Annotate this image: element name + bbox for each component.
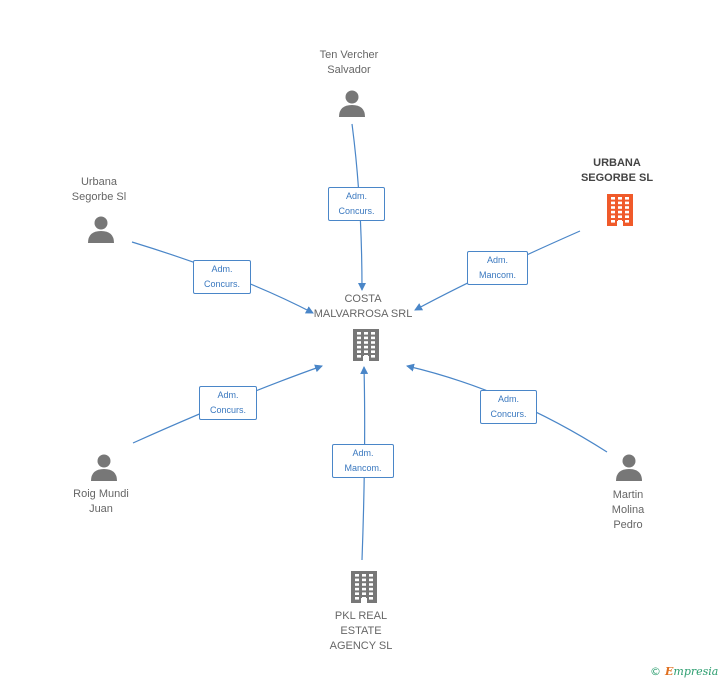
node-label-pkl[interactable]: PKL REAL ESTATE AGENCY SL	[329, 610, 393, 652]
node-label-costa[interactable]: COSTA MALVARROSA SRL	[313, 293, 413, 320]
edge-label-martin[interactable]: Adm. Concurs.	[480, 390, 537, 424]
node-label-urbana_sl[interactable]: Urbana Segorbe Sl	[71, 176, 127, 203]
edge-label-roig[interactable]: Adm. Concurs.	[199, 386, 257, 420]
edge-label-urbana_sl[interactable]: Adm. Concurs.	[193, 260, 251, 294]
edge-label-pkl[interactable]: Adm. Mancom.	[332, 444, 394, 478]
building-icon	[353, 329, 379, 361]
person-icon	[616, 454, 642, 481]
person-icon	[339, 90, 365, 117]
building-icon	[351, 571, 377, 603]
building-icon	[607, 194, 633, 226]
edge-label-urbana_segorbe[interactable]: Adm. Mancom.	[467, 251, 528, 285]
node-label-urbana_segorbe[interactable]: URBANA SEGORBE SL	[580, 157, 654, 184]
node-label-roig[interactable]: Roig Mundi Juan	[73, 488, 129, 515]
edge-label-ten[interactable]: Adm. Concurs.	[328, 187, 385, 221]
node-label-martin[interactable]: Martin Molina Pedro	[611, 489, 645, 531]
person-icon	[88, 216, 114, 243]
node-label-ten[interactable]: Ten Vercher Salvador	[319, 49, 379, 76]
empresia-logo: ©Empresia	[650, 665, 719, 678]
person-icon	[91, 454, 117, 481]
copyright-icon: ©	[650, 665, 661, 678]
